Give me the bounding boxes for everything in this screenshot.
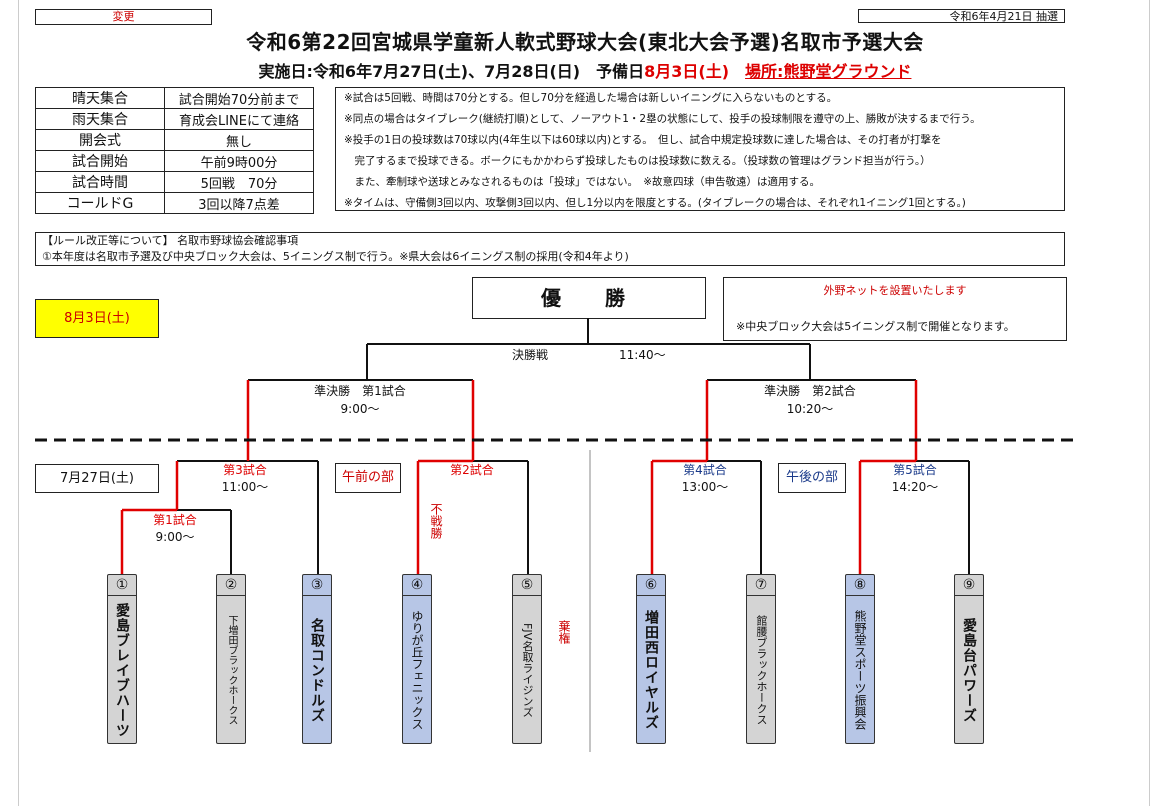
team-number: ⑥ (637, 575, 665, 596)
info-value: 午前9時00分 (164, 150, 314, 172)
team-number: ⑧ (846, 575, 874, 596)
team-name: 名取コンドルズ (309, 617, 325, 723)
g2-label: 第2試合 (450, 463, 494, 477)
day1-date: 7月27日(土) (35, 464, 159, 493)
semi2-label: 準決勝 第2試合 (764, 384, 856, 398)
note-line: また、牽制球や送球とみなされるものは「投球」ではない。 ※故意四球（申告敬遠）は… (344, 176, 821, 188)
team-number: ② (217, 575, 245, 596)
note-line: ※投手の1日の投球数は70球以内(4年生以下は60球以内)とする。 但し、試合中… (344, 134, 942, 146)
team-name: 増田西ロイヤルズ (643, 610, 659, 730)
g4-label: 第4試合 (683, 463, 727, 477)
info-value: 3回以降7点差 (164, 192, 314, 214)
reserve-date: 8月3日(土) (644, 62, 730, 81)
note-line: ※タイムは、守備側3回以内、攻撃側3回以内、但し1分以内を限度とする。(タイブレ… (344, 197, 966, 209)
final-time: 11:40〜 (619, 348, 666, 362)
champion-box: 優 勝 (472, 277, 706, 319)
info-key: コールドG (35, 192, 165, 214)
table-row: 雨天集合育成会LINEにて連絡 (35, 108, 314, 130)
page-title: 令和6第22回宮城県学童新人軟式野球大会(東北大会予選)名取市予選大会 (246, 30, 924, 54)
info-key: 開会式 (35, 129, 165, 151)
g5-label: 第5試合 (893, 463, 937, 477)
semi2-time: 10:20〜 (786, 402, 834, 416)
rules-box: 【ルール改正等について】 名取市野球協会確認事項 ①本年度は名取市予選及び中央ブ… (35, 232, 1065, 266)
team-name: 愛島台パワーズ (961, 617, 977, 723)
dates-text: 実施日:令和6年7月27日(土)、7月28日(日) 予備日 (258, 62, 645, 81)
schedule-line: 実施日:令和6年7月27日(土)、7月28日(日) 予備日8月3日(土) 場所:… (0, 58, 1170, 82)
team-card: ⑤ FJV名取ライジンズ (512, 574, 542, 744)
team-name: 館腰ブラックホークス (755, 615, 768, 725)
team-card: ④ ゆりが丘フェニックス (402, 574, 432, 744)
team-number: ④ (403, 575, 431, 596)
block-note: ※中央ブロック大会は5イニングス制で開催となります。 (736, 320, 1015, 333)
note-line: ※同点の場合はタイブレーク(継続打順)として、ノーアウト1・2塁の状態にして、投… (344, 113, 981, 125)
g1-time: 9:00〜 (155, 530, 195, 544)
team-number: ⑨ (955, 575, 983, 596)
team-name: FJV名取ライジンズ (521, 622, 534, 718)
draw-date: 令和6年4月21日 抽選 (858, 9, 1065, 23)
team-card: ⑧ 熊野堂スポーツ振興会 (845, 574, 875, 744)
semi1-label: 準決勝 第1試合 (314, 384, 406, 398)
afternoon-label: 午後の部 (778, 463, 846, 493)
team-name: 熊野堂スポーツ振興会 (853, 610, 867, 730)
table-row: 晴天集合試合開始70分前まで (35, 87, 314, 109)
notes-box: ※試合は5回戦、時間は70分とする。但し70分を経過した場合は新しいイニングに入… (335, 87, 1065, 211)
rules-line: ①本年度は名取市予選及び中央ブロック大会は、5イニングス制で行う。※県大会は6イ… (42, 250, 629, 263)
fence-note: 外野ネットを設置いたします (823, 284, 967, 297)
team-card: ⑨ 愛島台パワーズ (954, 574, 984, 744)
info-table: 晴天集合試合開始70分前まで 雨天集合育成会LINEにて連絡 開会式無し 試合開… (35, 87, 314, 214)
team-number: ③ (303, 575, 331, 596)
g5-time: 14:20〜 (891, 480, 939, 494)
team-card: ② 下増田ブラックホークス (216, 574, 246, 744)
table-row: 開会式無し (35, 129, 314, 151)
g1-label: 第1試合 (153, 513, 197, 527)
venue: 場所:熊野堂グラウンド (745, 62, 912, 81)
g3-label: 第3試合 (223, 463, 267, 477)
g4-time: 13:00〜 (681, 480, 729, 494)
team-number: ⑦ (747, 575, 775, 596)
walkover-note: 不戦勝 (429, 503, 443, 539)
reserve-date-box: 8月3日(土) (35, 299, 159, 338)
team-number: ① (108, 575, 136, 596)
team-name: ゆりが丘フェニックス (410, 610, 424, 730)
team-name: 愛島ブレイブハーツ (114, 602, 130, 738)
note-line: 完了するまで投球できる。ボークにもかかわらず投球したものは投球数に数える。（投球… (344, 155, 931, 167)
team-card: ⑥ 増田西ロイヤルズ (636, 574, 666, 744)
note-line: ※試合は5回戦、時間は70分とする。但し70分を経過した場合は新しいイニングに入… (344, 92, 838, 104)
info-key: 雨天集合 (35, 108, 165, 130)
team-card: ① 愛島ブレイブハーツ (107, 574, 137, 744)
g3-time: 11:00〜 (221, 480, 269, 494)
semi1-time: 9:00〜 (340, 402, 380, 416)
final-label: 決勝戦 (512, 348, 549, 362)
team-number: ⑤ (513, 575, 541, 596)
forfeit-note: 棄権 (557, 620, 571, 644)
team-card: ③ 名取コンドルズ (302, 574, 332, 744)
morning-label: 午前の部 (335, 463, 401, 493)
info-value: 試合開始70分前まで (164, 87, 314, 109)
rules-heading: 【ルール改正等について】 名取市野球協会確認事項 (42, 234, 299, 247)
info-value: 育成会LINEにて連絡 (164, 108, 314, 130)
team-card: ⑦ 館腰ブラックホークス (746, 574, 776, 744)
change-tag: 変更 (35, 9, 212, 25)
fence-note-box: 外野ネットを設置いたします ※中央ブロック大会は5イニングス制で開催となります。 (723, 277, 1067, 341)
info-key: 晴天集合 (35, 87, 165, 109)
page-frame (18, 0, 1150, 806)
info-value: 5回戦 70分 (164, 171, 314, 193)
team-name: 下増田ブラックホークス (226, 615, 237, 725)
